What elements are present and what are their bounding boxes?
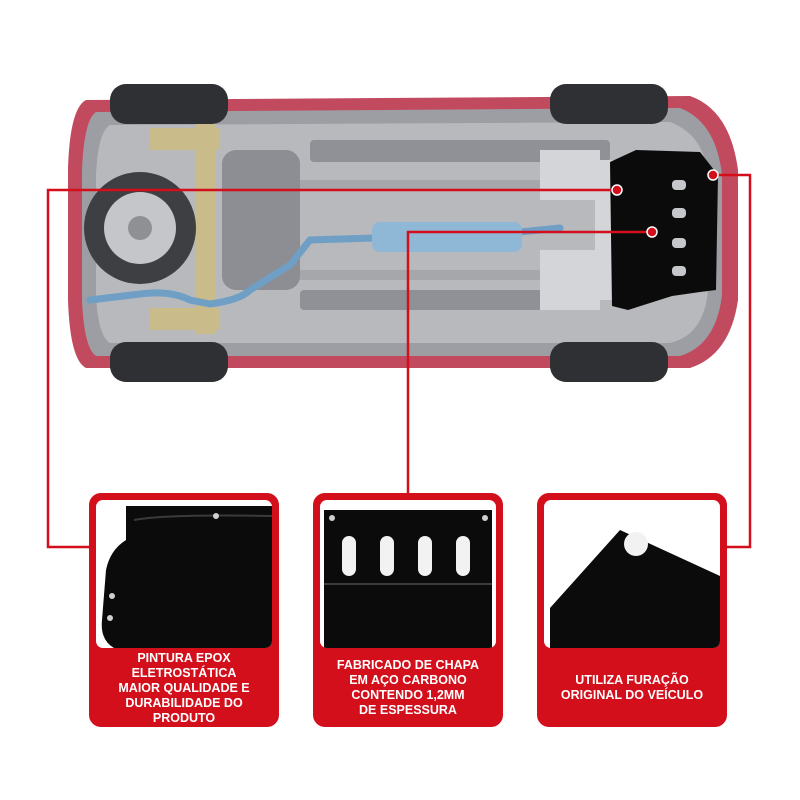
- exhaust-muffler: [372, 222, 522, 252]
- callout-lines: [46, 173, 752, 549]
- feature-card-carbon-steel: FABRICADO DE CHAPA EM AÇO CARBONO CONTEN…: [313, 493, 503, 727]
- feature-card-epoxy-paint: PINTURA EPOX ELETROSTÁTICA MAIOR QUALIDA…: [89, 493, 279, 727]
- spare-wheel: [84, 172, 196, 284]
- plate-closeup-photo: [96, 500, 272, 648]
- engine-guard-plate: [610, 150, 718, 310]
- chassis-rails: [230, 140, 610, 310]
- rear-axle: [150, 122, 220, 334]
- callout-dots: [611, 169, 719, 238]
- feature-caption-epoxy-paint: PINTURA EPOX ELETROSTÁTICA MAIOR QUALIDA…: [118, 650, 250, 725]
- fuel-tank: [222, 150, 300, 290]
- feature-caption-original-holes: UTILIZA FURAÇÃO ORIGINAL DO VEÍCULO: [560, 673, 704, 702]
- feature-card-original-holes: UTILIZA FURAÇÃO ORIGINAL DO VEÍCULO: [537, 493, 727, 727]
- front-subframe: [540, 150, 617, 310]
- car-wheels: [110, 84, 668, 382]
- plate-closeup-photo: [544, 500, 720, 648]
- plate-closeup-photo: [320, 500, 496, 648]
- feature-caption-carbon-steel: FABRICADO DE CHAPA EM AÇO CARBONO CONTEN…: [336, 658, 480, 717]
